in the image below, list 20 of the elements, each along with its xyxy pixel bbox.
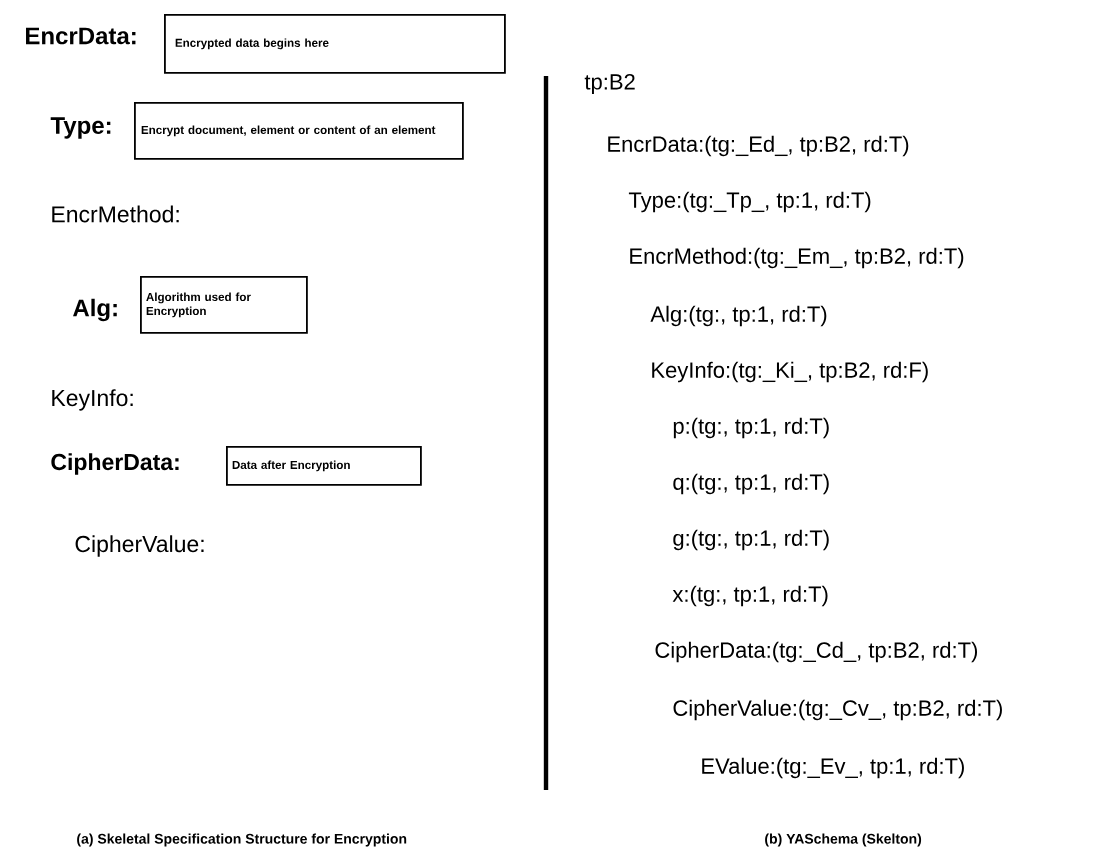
schema-line: Type:(tg:_Tp_, tp:1, rd:T) [628, 191, 871, 213]
field-label: EncrMethod: [52, 205, 179, 223]
schema-line: EncrMethod:(tg:_Em_, tp:B2, rd:T) [630, 247, 964, 269]
schema-line: tp:B2 [584, 74, 635, 94]
schema-line: EncrData:(tg:_Ed_, tp:B2, rd:T) [608, 135, 909, 157]
field-label: CipherData: [51, 453, 179, 475]
field-label: CipherValue: [75, 535, 204, 557]
schema-line: Alg:(tg:, tp:1, rd:T) [650, 305, 827, 327]
schema-line: CipherValue:(tg:_Cv_, tp:B2, rd:T) [673, 699, 1002, 721]
schema-line: x:(tg:, tp:1, rd:T) [672, 585, 828, 607]
schema-line: EValue:(tg:_Ev_, tp:1, rd:T) [702, 757, 964, 779]
field-label: KeyInfo: [52, 389, 133, 411]
schema-line: p:(tg:, tp:1, rd:T) [673, 417, 829, 439]
schema-line: KeyInfo:(tg:_Ki_, tp:B2, rd:F) [652, 361, 928, 383]
field-label: Type: [50, 117, 111, 139]
schema-line: q:(tg:, tp:1, rd:T) [673, 473, 829, 495]
schema-line: CipherData:(tg:_Cd_, tp:B2, rd:T) [655, 641, 978, 663]
field-label: Alg: [73, 298, 117, 322]
schema-line: g:(tg:, tp:1, rd:T) [673, 529, 829, 551]
field-label: EncrData: [26, 27, 136, 45]
